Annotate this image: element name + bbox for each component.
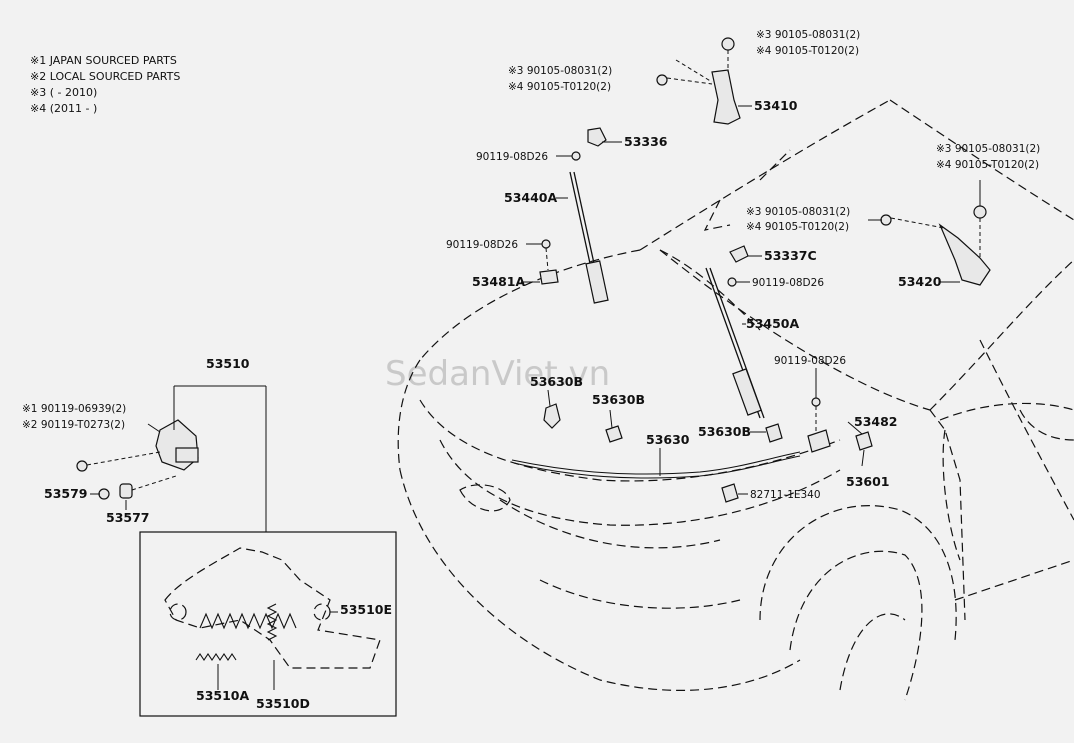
label-53510d: 53510D — [256, 696, 310, 711]
label-82711: 82711-1E340 — [750, 489, 821, 501]
label-53482: 53482 — [854, 414, 898, 429]
label-lock-bolt-2: ※2 90119-T0273(2) — [22, 419, 125, 431]
label-90119-b: 90119-08D26 — [446, 239, 518, 251]
hood-strut-left — [569, 171, 609, 304]
label-53450a: 53450A — [746, 316, 799, 331]
label-53510: 53510 — [206, 356, 250, 371]
label-53630b-1: 53630B — [530, 374, 583, 389]
label-lock-bolt-1: ※1 90119-06939(2) — [22, 403, 126, 415]
label-mid-bolt-4: ※4 90105-T0120(2) — [746, 221, 849, 233]
label-right-bolt-4: ※4 90105-T0120(2) — [936, 159, 1039, 171]
part-labels: ※3 90105-08031(2) ※4 90105-T0120(2) ※3 9… — [22, 29, 1040, 711]
label-53336: 53336 — [624, 134, 668, 149]
label-53601: 53601 — [846, 474, 890, 489]
strut-brackets — [539, 127, 831, 453]
watermark: SedanViet.vn — [385, 354, 610, 394]
vehicle-body-outline — [397, 99, 1074, 701]
hood-lock-small — [76, 419, 199, 500]
label-90119-d: 90119-08D26 — [774, 355, 846, 367]
label-mid-bolt-3: ※3 90105-08031(2) — [746, 206, 850, 218]
label-90119-a: 90119-08D26 — [476, 151, 548, 163]
hood-strut-right — [705, 267, 765, 419]
label-53410: 53410 — [754, 98, 798, 113]
label-top-bolt-3: ※3 90105-08031(2) — [756, 29, 860, 41]
label-hinge-bolt-4: ※4 90105-T0120(2) — [508, 81, 611, 93]
label-hinge-bolt-3: ※3 90105-08031(2) — [508, 65, 612, 77]
note-4: ※4 (2011 - ) — [30, 102, 97, 115]
note-3: ※3 ( - 2010) — [30, 86, 97, 99]
hood-lock-detail-box — [139, 531, 397, 717]
label-53577: 53577 — [106, 510, 150, 525]
label-top-bolt-4: ※4 90105-T0120(2) — [756, 45, 859, 57]
label-53337c: 53337C — [764, 248, 817, 263]
label-right-bolt-3: ※3 90105-08031(2) — [936, 143, 1040, 155]
label-53630b-3: 53630B — [698, 424, 751, 439]
label-53440a: 53440A — [504, 190, 557, 205]
label-90119-c: 90119-08D26 — [752, 277, 824, 289]
note-1: ※1 JAPAN SOURCED PARTS — [30, 54, 177, 67]
label-53420: 53420 — [898, 274, 942, 289]
label-53579: 53579 — [44, 486, 88, 501]
label-53510a: 53510A — [196, 688, 249, 703]
hood-hinge-right — [880, 205, 991, 286]
callout-bracket-53510 — [173, 385, 267, 532]
note-2: ※2 LOCAL SOURCED PARTS — [30, 70, 180, 83]
notes-legend: ※1 JAPAN SOURCED PARTS ※2 LOCAL SOURCED … — [30, 54, 180, 115]
label-53510e: 53510E — [340, 602, 392, 617]
label-53481a: 53481A — [472, 274, 525, 289]
label-53630b-2: 53630B — [592, 392, 645, 407]
label-53630: 53630 — [646, 432, 690, 447]
leader-lines — [90, 105, 981, 510]
hood-release-cable — [511, 403, 873, 503]
hood-hinge-left — [656, 37, 741, 125]
